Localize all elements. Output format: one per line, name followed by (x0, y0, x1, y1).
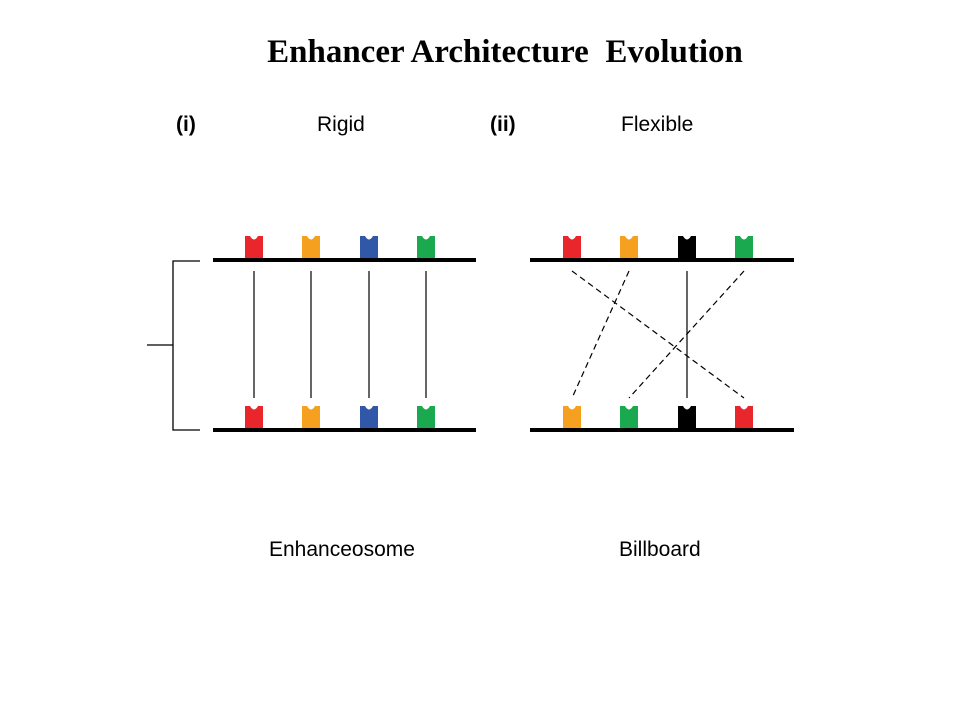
panel-1-bottom-binding-site-1 (245, 406, 263, 428)
panel-2-interaction-line-1 (571, 270, 745, 399)
panel-1-top-binding-site-2 (302, 236, 320, 258)
panel-2-bottom-binding-site-3 (678, 406, 696, 428)
panel-i-model-label: Enhanceosome (269, 538, 415, 561)
panel-1-bottom-binding-site-2 (302, 406, 320, 428)
panel-1-top-binding-site-1 (245, 236, 263, 258)
panel-1-bottom-binding-site-4 (417, 406, 435, 428)
panel-1-top-binding-site-3 (360, 236, 378, 258)
panel-ii-marker: (ii) (490, 113, 516, 136)
page-title: Enhancer Architecture Evolution (267, 34, 743, 70)
panel-2-top-binding-site-2 (620, 236, 638, 258)
panel-2-top-binding-site-3 (678, 236, 696, 258)
panel-2-interaction-line-4 (628, 270, 745, 399)
panel-ii-model-label: Billboard (619, 538, 701, 561)
panel-2-top-binding-site-4 (735, 236, 753, 258)
panel-2-bottom-binding-site-2 (620, 406, 638, 428)
panel-ii-type-label: Flexible (621, 113, 694, 136)
panel-1-bottom-binding-site-3 (360, 406, 378, 428)
panel-i-type-label: Rigid (317, 113, 365, 136)
comparison-bracket (147, 260, 200, 431)
panel-i-diagram (213, 236, 476, 432)
panel-ii-diagram (530, 236, 794, 432)
panel-2-bottom-binding-site-4 (735, 406, 753, 428)
panel-i-marker: (i) (176, 113, 196, 136)
panel-2-bottom-binding-site-1 (563, 406, 581, 428)
panel-2-interaction-line-2 (571, 270, 630, 399)
panel-2-top-binding-site-1 (563, 236, 581, 258)
panel-1-top-binding-site-4 (417, 236, 435, 258)
